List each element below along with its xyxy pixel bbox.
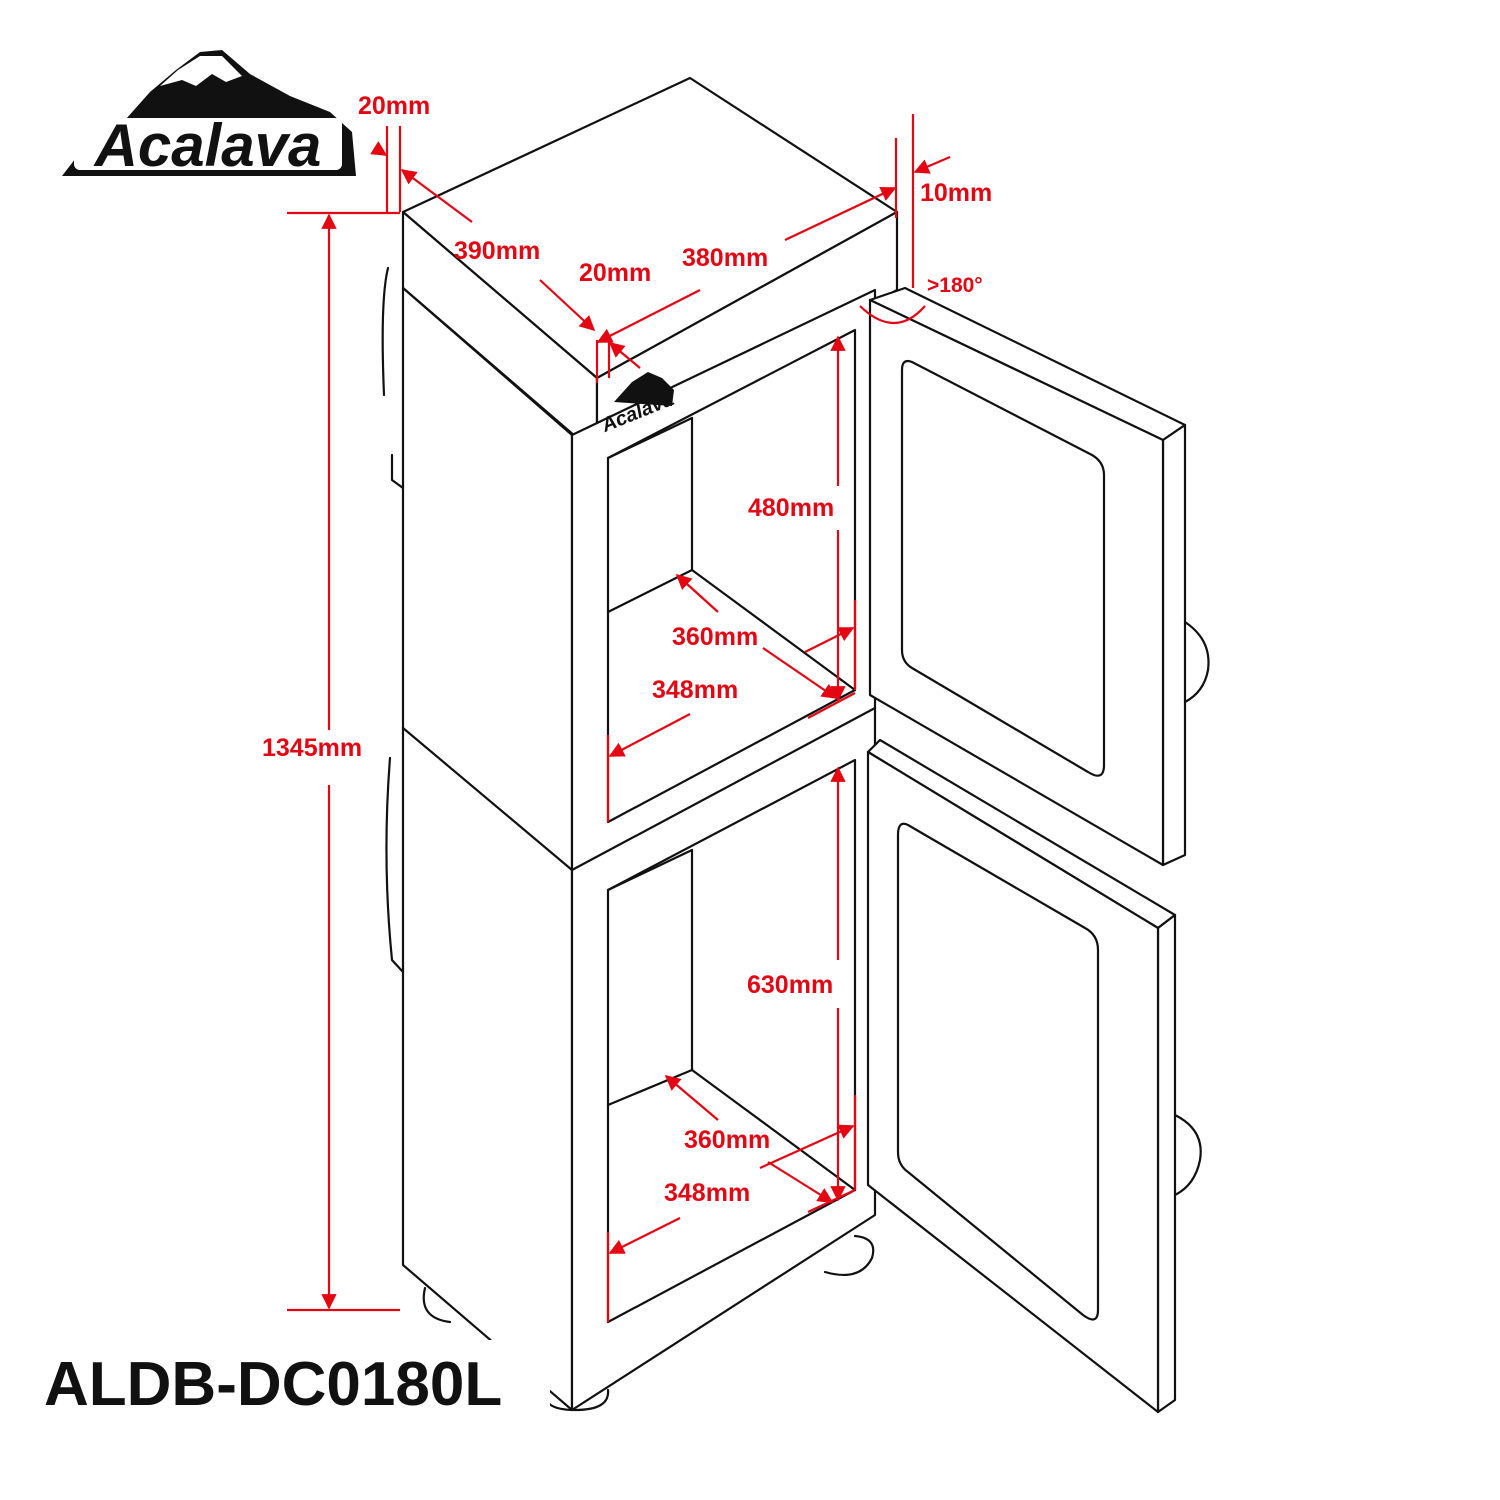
caster-wheel xyxy=(823,1234,875,1276)
upper-door[interactable] xyxy=(868,286,1210,867)
brand-logo: Acalava xyxy=(62,50,356,179)
snowcap-icon xyxy=(160,56,242,86)
dim-upper-width: 348mm xyxy=(652,676,738,704)
dim-upper-height: 480mm xyxy=(748,494,834,522)
cabinet-front-frame xyxy=(570,288,877,1412)
dim-lower-width: 348mm xyxy=(664,1179,750,1207)
dim-depth-outer: 390mm xyxy=(454,237,540,265)
lower-door[interactable] xyxy=(866,738,1202,1414)
dim-right-offset: 10mm xyxy=(920,179,992,207)
badge-mountain-icon xyxy=(614,372,674,406)
dimension-labels: 20mm 10mm 390mm 20mm 380mm >180° 1345mm … xyxy=(262,92,992,1207)
logo-wordmark: Acalava xyxy=(93,112,322,179)
dim-lower-height: 630mm xyxy=(747,971,833,999)
dim-lower-depth: 360mm xyxy=(684,1126,770,1154)
lower-door-handle[interactable] xyxy=(1173,1113,1202,1197)
dim-height-total: 1345mm xyxy=(262,734,362,762)
model-number: ALDB-DC0180L xyxy=(44,1350,502,1419)
lower-door-window xyxy=(896,822,1100,1321)
upper-door-window xyxy=(900,359,1106,777)
dimension-lines xyxy=(287,114,951,1322)
cabinet-body: Acalava xyxy=(381,76,899,1412)
caster-wheel xyxy=(422,1286,452,1324)
upper-door-handle[interactable] xyxy=(1183,620,1210,704)
dim-width-outer: 380mm xyxy=(682,244,768,272)
dim-top-offset: 20mm xyxy=(358,92,430,120)
dim-inner-offset: 20mm xyxy=(579,259,651,287)
dim-door-angle: >180° xyxy=(927,274,983,297)
dim-upper-depth: 360mm xyxy=(672,623,758,651)
